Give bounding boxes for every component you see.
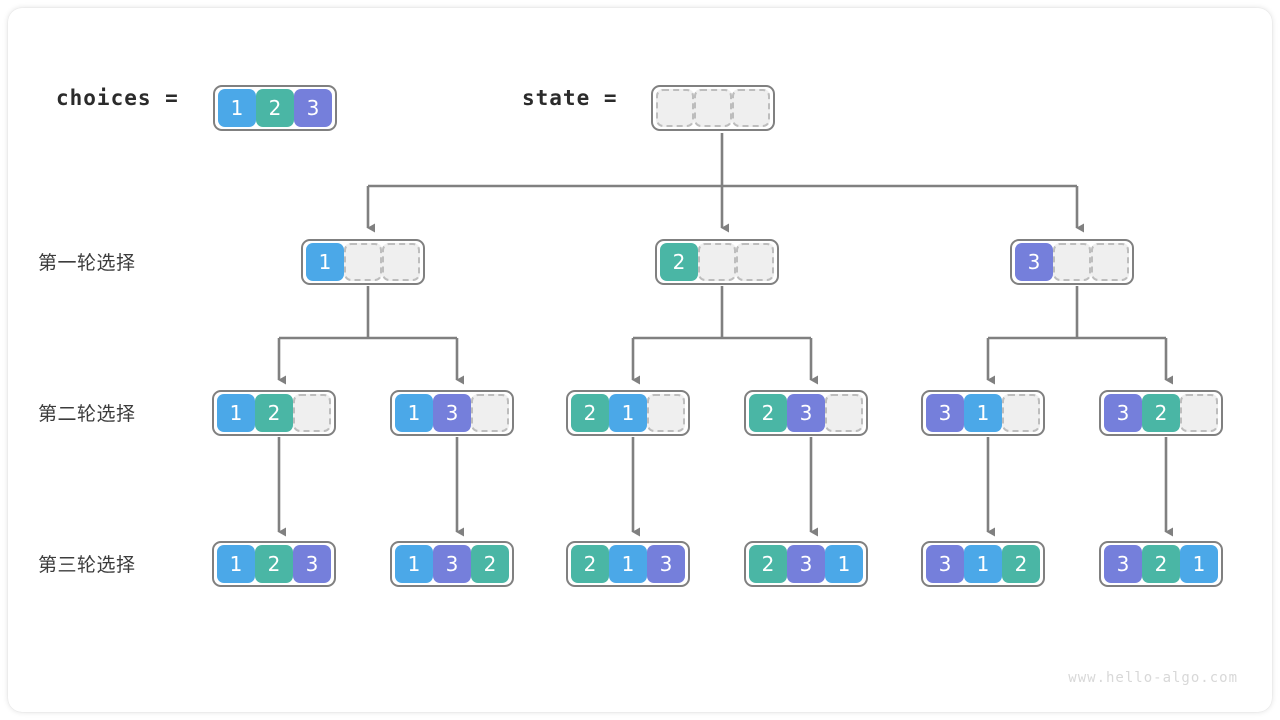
- r2n5-cell-1: 1: [964, 394, 1002, 432]
- r3n5-cell-2: 2: [1002, 545, 1040, 583]
- r1n2-cell-2: [736, 243, 774, 281]
- r1n1-cell-0: 1: [306, 243, 344, 281]
- r2n6-cell-0: 3: [1104, 394, 1142, 432]
- r3n3-cell-1: 1: [609, 545, 647, 583]
- r3n2-cell-2: 2: [471, 545, 509, 583]
- r3n2-cell-0: 1: [395, 545, 433, 583]
- r2n4-cell-1: 3: [787, 394, 825, 432]
- state-label: state =: [522, 86, 618, 110]
- r1n2-cell-0: 2: [660, 243, 698, 281]
- r3n6-cell-1: 2: [1142, 545, 1180, 583]
- r1n3-cell-1: [1053, 243, 1091, 281]
- r1n3-cell-2: [1091, 243, 1129, 281]
- r2n5-cell-0: 3: [926, 394, 964, 432]
- r3n6-cell-2: 1: [1180, 545, 1218, 583]
- state-array-round-1-node-2: 2: [655, 239, 779, 285]
- watermark: www.hello-algo.com: [1068, 670, 1238, 686]
- state-array-round-1-node-3: 3: [1010, 239, 1134, 285]
- r2n6-cell-1: 2: [1142, 394, 1180, 432]
- r2n1-cell-0: 1: [217, 394, 255, 432]
- r1n1-cell-2: [382, 243, 420, 281]
- row-label-round-1: 第一轮选择: [38, 252, 136, 274]
- r2n5-cell-2: [1002, 394, 1040, 432]
- choices-cell-2: 3: [294, 89, 332, 127]
- r3n1-cell-0: 1: [217, 545, 255, 583]
- state-cell-1: [694, 89, 732, 127]
- row-label-round-3: 第三轮选择: [38, 554, 136, 576]
- r2n3-cell-0: 2: [571, 394, 609, 432]
- r2n2-cell-1: 3: [433, 394, 471, 432]
- row-label-round-2: 第二轮选择: [38, 403, 136, 425]
- diagram-card: [8, 8, 1272, 712]
- r2n2-cell-2: [471, 394, 509, 432]
- state-cell-0: [656, 89, 694, 127]
- r2n4-cell-0: 2: [749, 394, 787, 432]
- r2n1-cell-2: [293, 394, 331, 432]
- choices-cell-0: 1: [218, 89, 256, 127]
- choices-cell-1: 2: [256, 89, 294, 127]
- r2n1-cell-1: 2: [255, 394, 293, 432]
- r3n4-cell-2: 1: [825, 545, 863, 583]
- state-cell-2: [732, 89, 770, 127]
- r2n6-cell-2: [1180, 394, 1218, 432]
- r2n3-cell-2: [647, 394, 685, 432]
- r2n3-cell-1: 1: [609, 394, 647, 432]
- r3n5-cell-1: 1: [964, 545, 1002, 583]
- r3n4-cell-0: 2: [749, 545, 787, 583]
- r3n1-cell-1: 2: [255, 545, 293, 583]
- r3n6-cell-0: 3: [1104, 545, 1142, 583]
- r3n3-cell-0: 2: [571, 545, 609, 583]
- state-array-round-1-node-1: 1: [301, 239, 425, 285]
- r2n2-cell-0: 1: [395, 394, 433, 432]
- r3n5-cell-0: 3: [926, 545, 964, 583]
- r3n2-cell-1: 3: [433, 545, 471, 583]
- choices-label: choices =: [56, 86, 179, 110]
- r1n1-cell-1: [344, 243, 382, 281]
- r3n1-cell-2: 3: [293, 545, 331, 583]
- r2n4-cell-2: [825, 394, 863, 432]
- state-array: [651, 85, 775, 131]
- r3n3-cell-2: 3: [647, 545, 685, 583]
- r1n3-cell-0: 3: [1015, 243, 1053, 281]
- r1n2-cell-1: [698, 243, 736, 281]
- r3n4-cell-1: 3: [787, 545, 825, 583]
